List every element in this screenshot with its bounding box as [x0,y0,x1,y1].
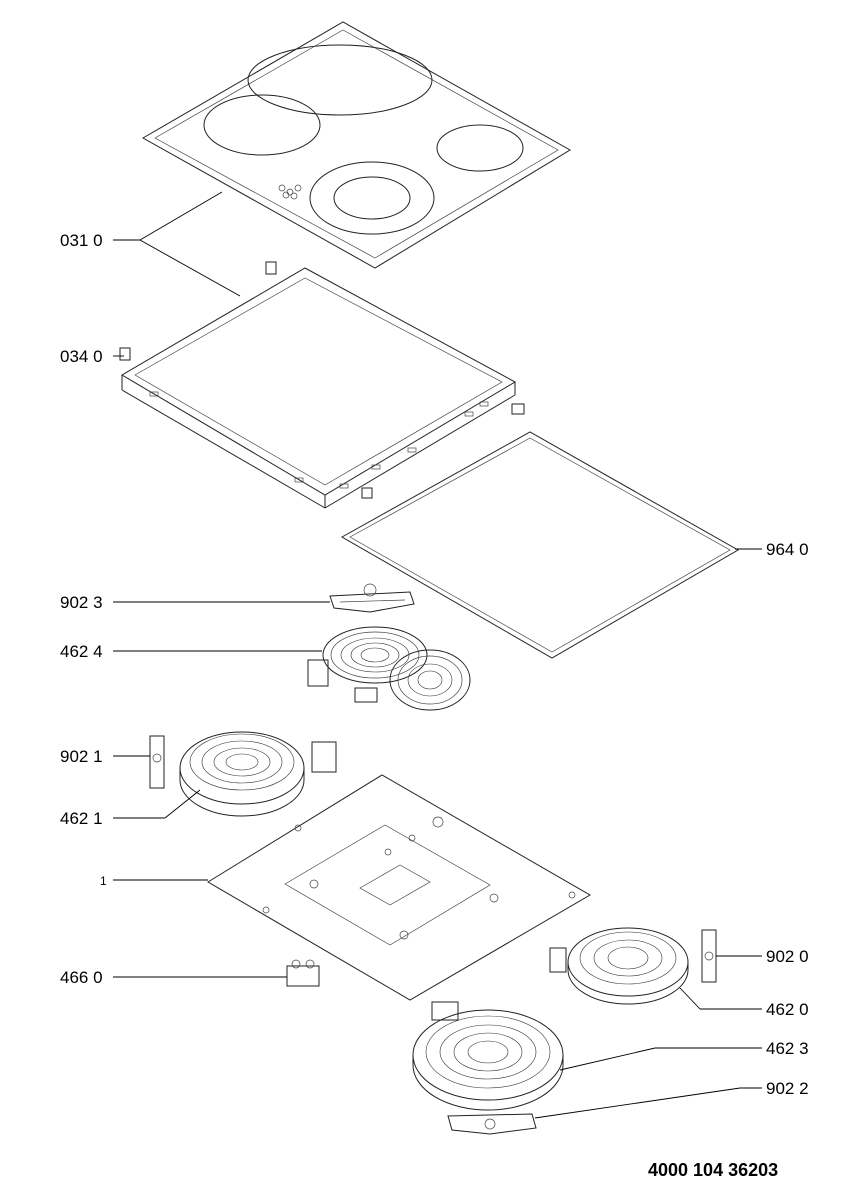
bracket-902-3-part [329,583,415,613]
callout-462-3: 462 3 [766,1039,809,1058]
heating-element-462-1-part [179,731,337,817]
callout-1: 1 [100,874,107,888]
heating-element-462-4-part [307,626,471,711]
callout-964-0: 964 0 [766,540,809,559]
bracket-902-1-part [149,735,165,789]
callout-034-0: 034 0 [60,347,103,366]
callout-902-0: 902 0 [766,947,809,966]
callout-031-0: 031 0 [60,231,103,250]
heating-element-462-3-part [412,1001,564,1111]
leader-lines [113,191,762,1119]
callout-462-0: 462 0 [766,1000,809,1019]
frame-part [119,261,525,509]
callout-466-0: 466 0 [60,968,103,987]
callout-902-3: 902 3 [60,593,103,612]
callout-902-1: 902 1 [60,747,103,766]
bracket-902-0-part [701,929,717,983]
document-number: 4000 104 36203 [648,1160,779,1180]
callout-902-2: 902 2 [766,1079,809,1098]
callout-462-1: 462 1 [60,809,103,828]
callout-462-4: 462 4 [60,642,103,661]
bracket-902-2-part [447,1113,537,1135]
seal-gasket-part [340,431,740,659]
terminal-block-part [286,959,320,987]
glass-cooktop-part [141,21,571,269]
heating-element-462-0-part [549,927,689,1005]
base-tray-part [207,774,591,1001]
